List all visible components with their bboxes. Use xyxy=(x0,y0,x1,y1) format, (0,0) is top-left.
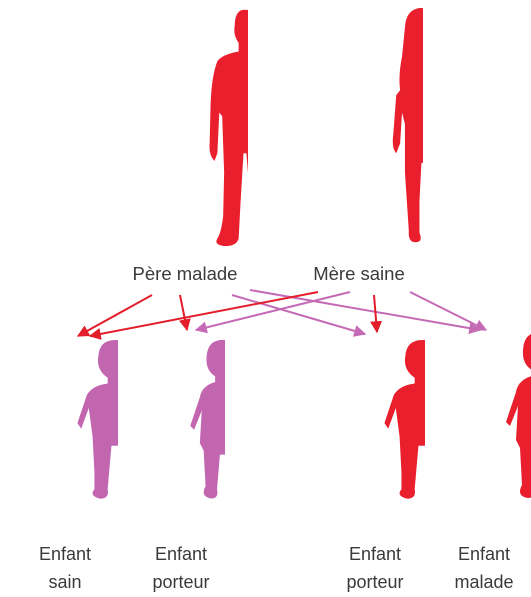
child-2-label-line2: porteur xyxy=(152,572,210,592)
child-4-label-line1: Enfant xyxy=(457,544,511,564)
arrow-mother-to-child-4 xyxy=(409,291,488,331)
child-1-label: Enfant sain xyxy=(5,540,125,596)
mother-figure xyxy=(393,8,452,243)
arrow-father-to-child-4 xyxy=(249,289,482,335)
arrow-father-to-child-2 xyxy=(178,294,191,332)
arrow-father-to-child-3 xyxy=(231,294,367,337)
child-1-label-line2: sain xyxy=(48,572,82,592)
child-2-label: Enfant porteur xyxy=(121,540,241,596)
child-3-carrier-figure xyxy=(384,340,460,499)
child-4-label: Enfant malade xyxy=(424,540,531,596)
child-4-label-line2: malade xyxy=(454,572,514,592)
father-label: Père malade xyxy=(132,263,238,284)
child-3-label-line2: porteur xyxy=(346,572,404,592)
child-2-label-line1: Enfant xyxy=(154,544,208,564)
arrow-mother-to-child-2 xyxy=(194,291,351,334)
child-1-label-line1: Enfant xyxy=(38,544,92,564)
arrow-mother-to-child-3 xyxy=(370,294,383,334)
child-1-healthy-figure xyxy=(77,340,153,499)
father-figure xyxy=(209,10,283,246)
arrow-father-to-child-1 xyxy=(76,294,153,337)
child-3-label-line1: Enfant xyxy=(348,544,402,564)
child-2-carrier-figure xyxy=(190,339,255,498)
arrow-mother-to-child-1 xyxy=(88,291,319,340)
arrows-from-mother xyxy=(88,291,488,340)
child-4-sick-figure xyxy=(506,332,531,499)
child-3-label: Enfant porteur xyxy=(315,540,435,596)
mother-label: Mère saine xyxy=(313,263,405,284)
